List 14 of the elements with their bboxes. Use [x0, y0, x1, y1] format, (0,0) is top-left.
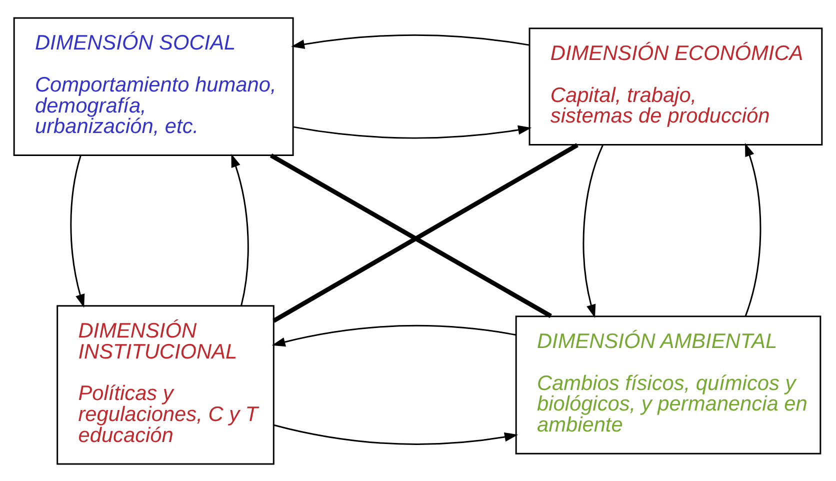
arrow: [293, 124, 532, 138]
arrow: [744, 142, 762, 316]
node-box: DIMENSIÓN INSTITUCIONAL Políticas y regulaciones, C y T educación: [56, 304, 274, 464]
arrow: [274, 424, 518, 444]
arrow: [272, 324, 516, 346]
connector: [272, 142, 578, 322]
arrow: [582, 144, 604, 318]
arrow: [231, 153, 249, 306]
arrow: [70, 155, 85, 308]
node-box: DIMENSIÓN ECONÓMICA Capital, trabajo, sistemas de producción: [528, 27, 823, 146]
node-box: DIMENSIÓN AMBIENTAL Cambios físicos, químicos y biológicos, y permanencia en ambiente: [515, 315, 822, 454]
arrow: [291, 34, 530, 48]
node-box: DIMENSIÓN SOCIAL Comportamiento humano, demografía, urbanización, etc.: [13, 16, 294, 156]
connector: [270, 153, 552, 318]
